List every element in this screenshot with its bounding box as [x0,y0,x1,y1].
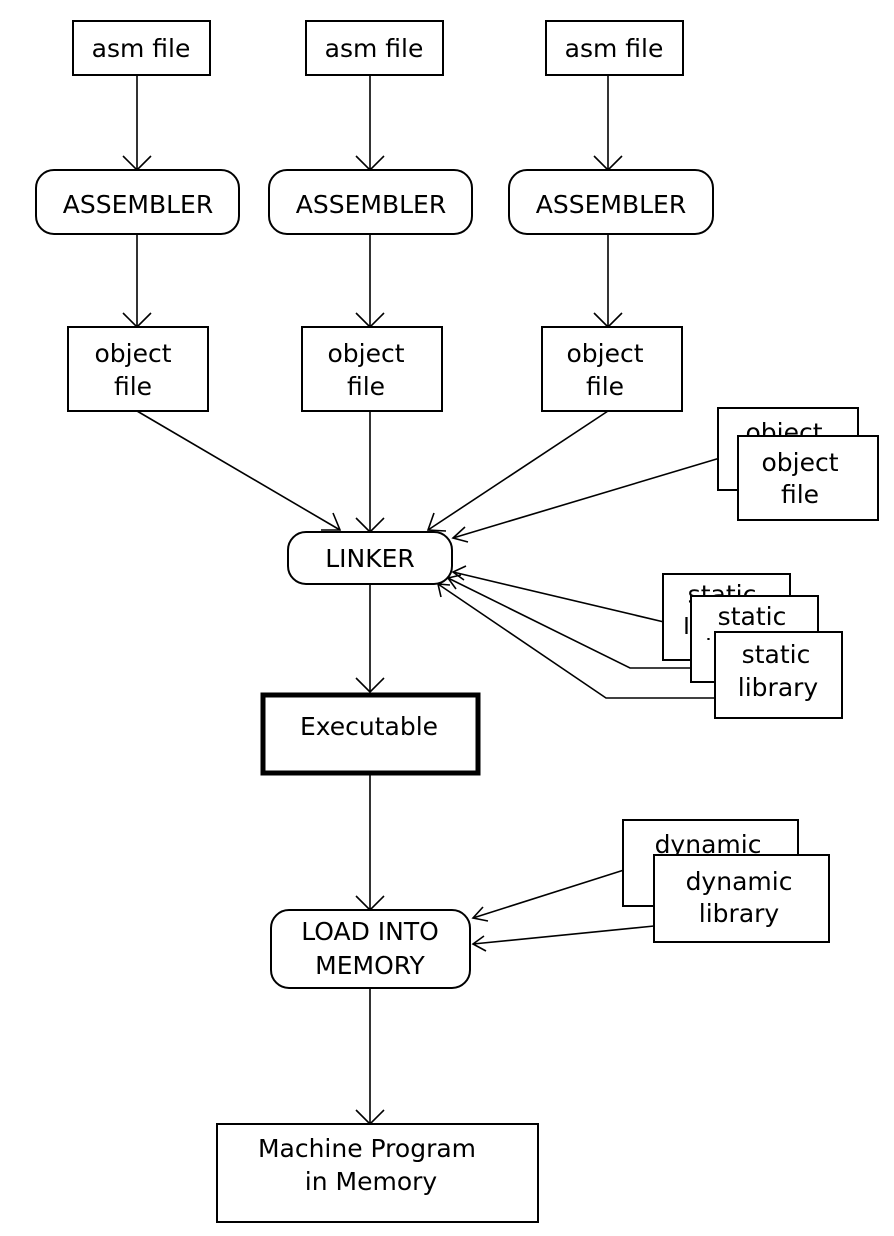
extra-object-file-front-line2: file [781,480,819,509]
static-library-back-line2: library [683,613,764,642]
edge-object3-linker [427,410,609,531]
dynamic-library-front: dynamic library [653,854,830,943]
assembler-2-label: ASSEMBLER [296,190,446,219]
asm-file-1-label: asm file [92,34,191,63]
static-library-front-line1: static [742,640,811,669]
machine-program-line2: in Memory [305,1167,438,1196]
assembler-3-label: ASSEMBLER [536,190,686,219]
executable-label: Executable [300,712,438,741]
loader: LOAD INTO MEMORY [270,909,471,989]
object-file-1: object file [67,326,209,412]
machine-program-line1: Machine Program [258,1134,476,1163]
arrowhead [451,565,467,581]
linker-label: LINKER [325,544,415,573]
object-file-2: object file [301,326,443,412]
loader-line1: LOAD INTO [301,917,439,946]
arrowhead [321,512,342,531]
static-library-front: static library [714,631,843,719]
extra-object-file-front: object file [737,435,879,521]
asm-file-1: asm file [72,20,211,76]
edge-extra-object-linker [452,457,721,539]
object-file-3: object file [541,326,683,412]
object-file-2-line2: file [347,372,385,401]
dynamic-library-front-line1: dynamic [686,867,793,896]
edge-dynamic-front-loader [472,925,655,945]
asm-file-3-label: asm file [565,34,664,63]
executable: Executable [260,692,481,776]
asm-file-3: asm file [545,20,684,76]
edge-dynamic-back-loader [472,869,625,919]
arrowhead [471,935,487,952]
edges [136,75,721,1124]
linker: LINKER [287,531,453,585]
edge-object1-linker [136,410,341,531]
asm-file-2: asm file [305,20,444,76]
object-file-1-line1: object [94,339,171,368]
asm-file-2-label: asm file [325,34,424,63]
arrowhead [471,906,489,922]
static-library-middle-line2: library [705,634,786,663]
assembler-3: ASSEMBLER [508,169,714,235]
static-library-front-line2: library [738,673,819,702]
extra-object-file-back-label: object [745,418,822,447]
loader-line2: MEMORY [315,951,425,980]
extra-object-file-front-line1: object [761,448,838,477]
arrowhead [451,526,469,543]
object-file-2-line1: object [327,339,404,368]
static-library-middle-line1: static [718,602,787,631]
arrowhead [355,677,385,694]
arrowhead [426,512,447,532]
object-file-3-line2: file [586,372,624,401]
dynamic-library-front-line2: library [699,899,780,928]
object-file-3-line1: object [566,339,643,368]
machine-program: Machine Program in Memory [216,1123,539,1223]
assembler-2: ASSEMBLER [268,169,473,235]
object-file-1-line2: file [114,372,152,401]
edge-static-back-linker [452,571,665,623]
assembler-1: ASSEMBLER [35,169,240,235]
edge-static-front-linker [437,583,716,699]
assembler-1-label: ASSEMBLER [63,190,213,219]
edge-static-mid-linker [447,577,692,669]
